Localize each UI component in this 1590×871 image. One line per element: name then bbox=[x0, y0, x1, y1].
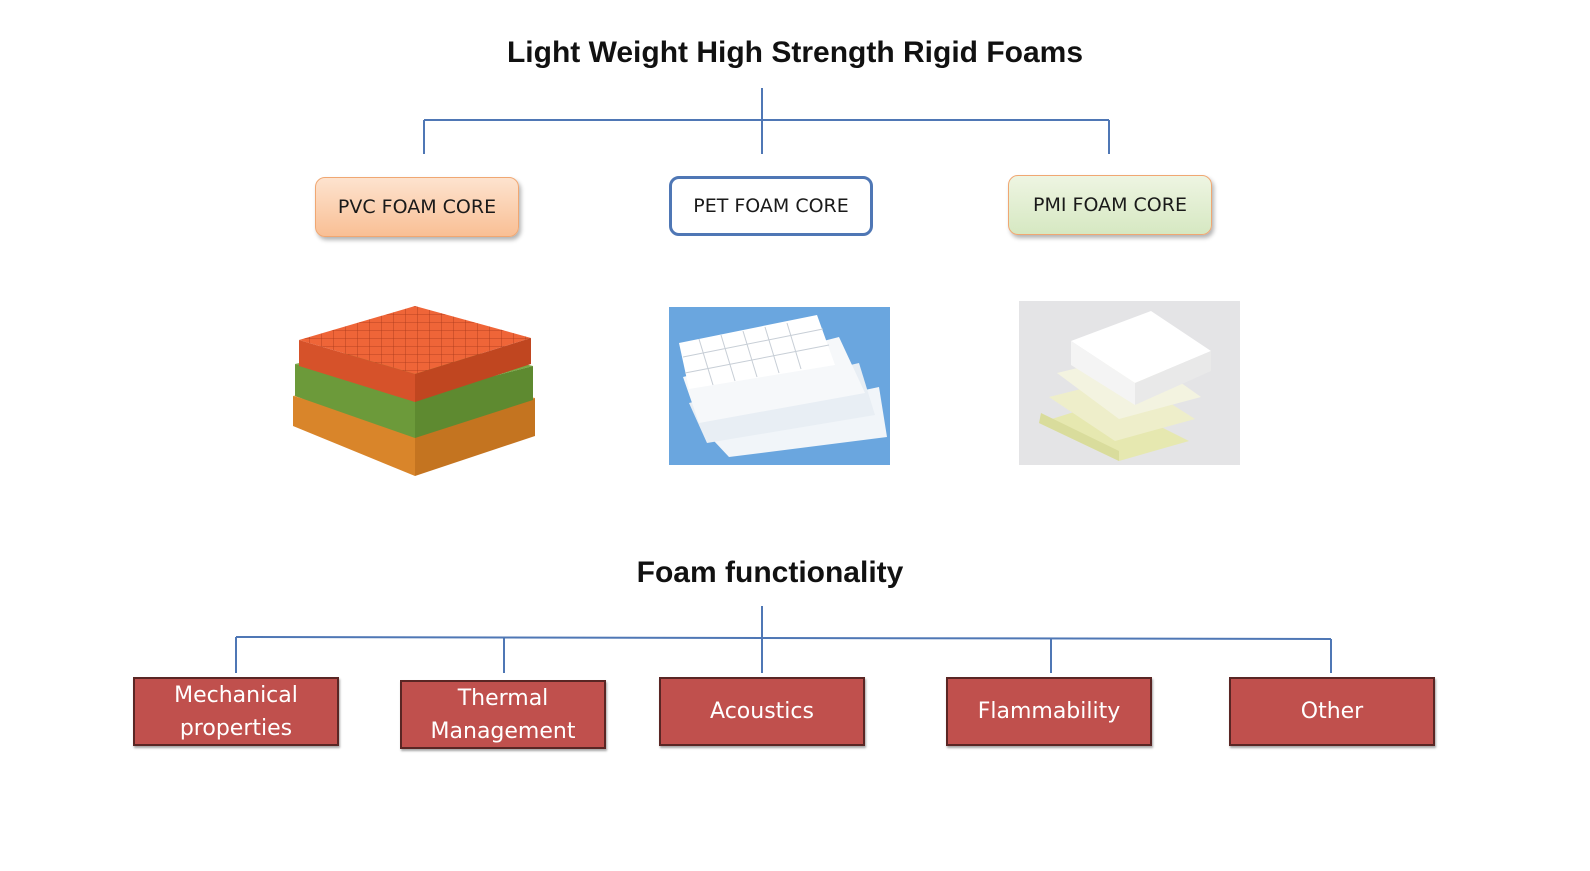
diagram-title: Light Weight High Strength Rigid Foams bbox=[506, 36, 1084, 69]
function-box-flammability: Flammability bbox=[946, 677, 1152, 746]
function-label: Thermal bbox=[457, 685, 549, 711]
pmi-foam-core-box: PMI FOAM CORE bbox=[1008, 175, 1212, 235]
bottom-connector-lines bbox=[235, 606, 1332, 673]
pmi-foam-image bbox=[1019, 301, 1240, 465]
pvc-foam-core-box: PVC FOAM CORE bbox=[315, 177, 519, 237]
pvc-foam-image bbox=[293, 306, 535, 476]
pet-foam-core-box: PET FOAM CORE bbox=[669, 176, 873, 236]
function-label: Other bbox=[1300, 699, 1364, 724]
function-box-other: Other bbox=[1229, 677, 1435, 746]
function-label: properties bbox=[179, 715, 293, 741]
pet-foam-image bbox=[669, 307, 890, 465]
function-label: Management bbox=[430, 718, 576, 744]
function-label: Flammability bbox=[977, 699, 1121, 724]
functionality-title: Foam functionality bbox=[636, 556, 904, 589]
function-label: Acoustics bbox=[710, 699, 814, 724]
function-box-acoustics: Acoustics bbox=[659, 677, 865, 746]
function-box-mechanical: Mechanical properties bbox=[133, 677, 339, 746]
function-label: Mechanical bbox=[174, 682, 298, 708]
